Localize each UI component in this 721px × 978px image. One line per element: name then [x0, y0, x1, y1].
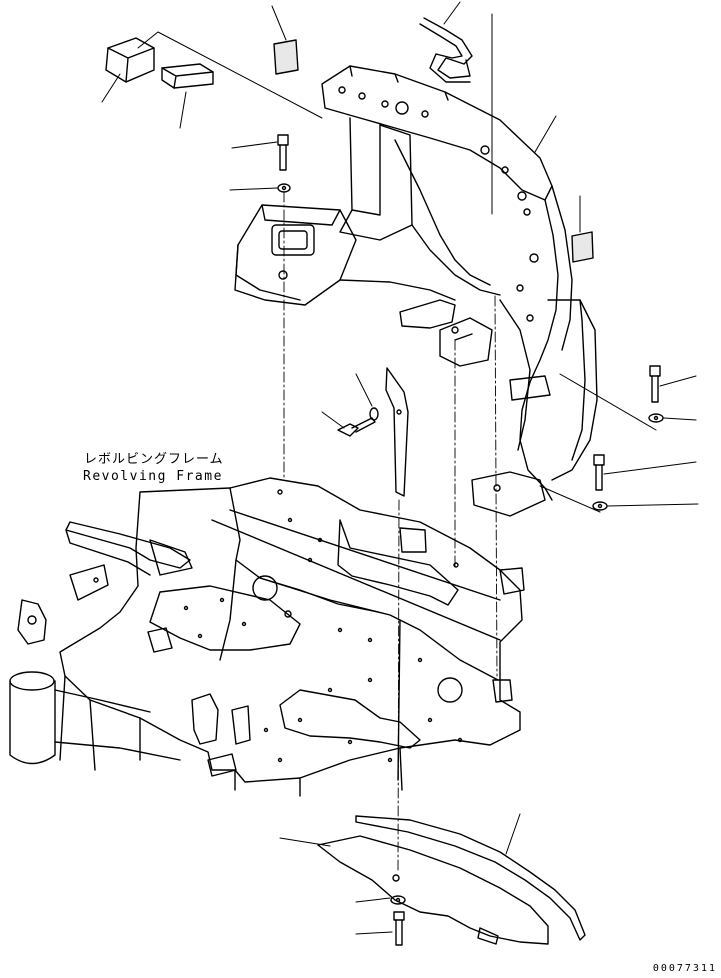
drawing-number: 00077311 [652, 963, 717, 974]
rubber-pads [105, 37, 594, 263]
curved-skirt [355, 815, 586, 941]
curved-seal-strip [419, 17, 473, 83]
leader-lines [101, 1, 699, 935]
frame-label-japanese: レボルビングフレーム [84, 452, 224, 467]
counterweight-assembly [234, 65, 598, 517]
revolving-frame [9, 477, 525, 797]
bolts-and-washers [277, 134, 664, 946]
assembly-lines [283, 191, 498, 871]
under-cover [317, 835, 549, 945]
frame-label-english: Revolving Frame [83, 469, 223, 484]
